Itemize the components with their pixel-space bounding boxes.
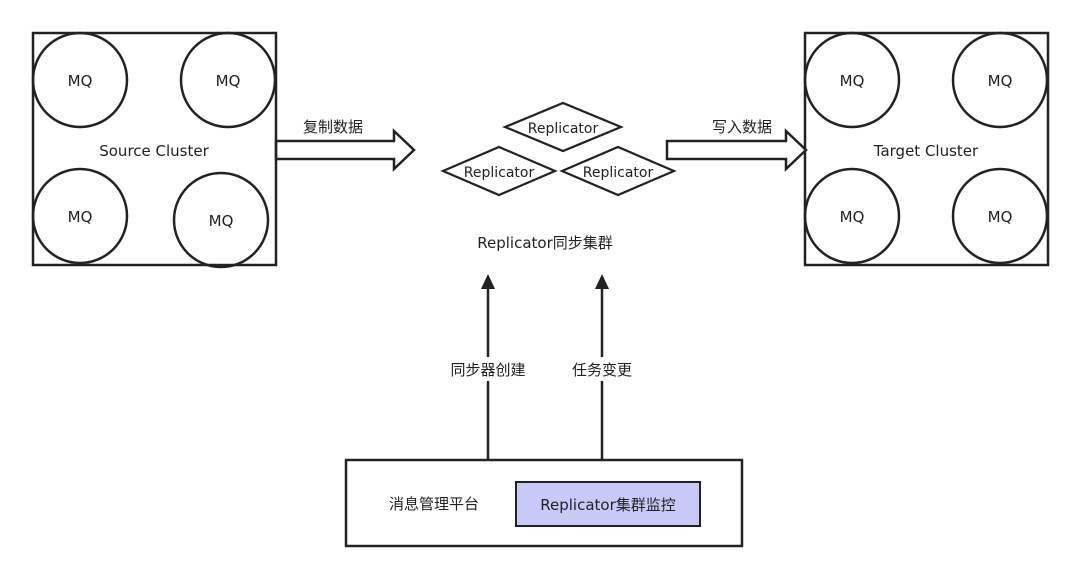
write-data-arrow-shape — [665, 128, 808, 172]
target-cluster: MQ MQ MQ MQ Target Cluster — [803, 31, 1050, 267]
message-platform: 消息管理平台 Replicator集群监控 — [344, 458, 744, 548]
source-mq-label: MQ — [68, 72, 93, 90]
target-mq-node — [951, 167, 1049, 265]
replicator-label: Replicator — [528, 121, 599, 137]
target-mq-node — [803, 31, 901, 129]
target-cluster-label: Target Cluster — [873, 142, 979, 160]
task-change-label: 任务变更 — [572, 361, 632, 379]
source-mq-label: MQ — [68, 208, 93, 226]
target-mq-label: MQ — [988, 208, 1013, 226]
source-mq-label: MQ — [216, 72, 241, 90]
source-cluster: MQ MQ MQ MQ Source Cluster — [31, 31, 278, 269]
task-change-arrow: 任务变更 — [564, 274, 640, 460]
create-syncer-arrow: 同步器创建 — [440, 274, 536, 460]
copy-data-arrow: 复制数据 — [274, 118, 416, 172]
cluster-monitor-button[interactable] — [515, 481, 701, 527]
write-data-arrow: 写入数据 — [665, 118, 808, 172]
create-syncer-label: 同步器创建 — [450, 361, 525, 379]
source-mq-node — [172, 171, 270, 269]
copy-data-arrow-shape — [274, 128, 416, 172]
label-mask — [440, 357, 536, 381]
source-mq-node — [179, 31, 277, 129]
write-data-label: 写入数据 — [712, 118, 772, 136]
source-mq-node — [31, 31, 129, 129]
cluster-monitor-label: Replicator集群监控 — [540, 496, 676, 514]
target-mq-label: MQ — [988, 72, 1013, 90]
replicator-label: Replicator — [464, 165, 535, 181]
replicator-label: Replicator — [583, 165, 654, 181]
target-mq-node — [803, 167, 901, 265]
label-mask — [564, 357, 640, 381]
replicator-diamond — [440, 145, 558, 197]
source-cluster-label: Source Cluster — [99, 142, 209, 160]
target-mq-label: MQ — [840, 208, 865, 226]
target-cluster-box — [803, 31, 1050, 267]
replicator-diamond — [559, 145, 677, 197]
platform-label: 消息管理平台 — [389, 495, 479, 513]
source-mq-node — [31, 167, 129, 265]
replicator-cluster-label: Replicator同步集群 — [477, 234, 613, 252]
arrow-head-icon — [595, 274, 609, 289]
target-mq-node — [951, 31, 1049, 129]
target-mq-label: MQ — [840, 72, 865, 90]
source-mq-label: MQ — [209, 212, 234, 230]
copy-data-label: 复制数据 — [303, 118, 363, 136]
replicator-diamond — [502, 101, 624, 153]
replicator-cluster: Replicator Replicator Replicator Replica… — [440, 101, 677, 252]
arrow-head-icon — [481, 274, 495, 289]
